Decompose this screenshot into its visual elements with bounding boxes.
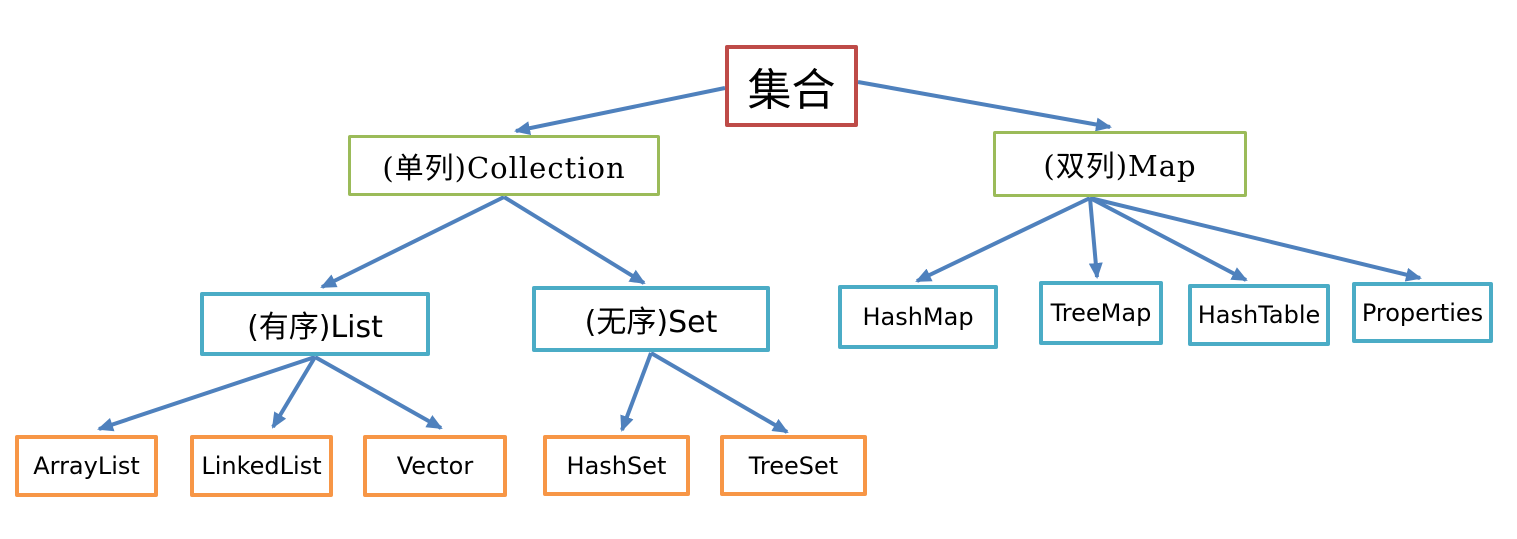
node-arraylist: ArrayList	[15, 435, 158, 497]
node-label: (单列)Collection	[382, 150, 626, 185]
node-label: HashTable	[1197, 301, 1321, 329]
node-map: (双列)Map	[993, 131, 1247, 197]
node-jihe-root: 集合	[725, 45, 858, 127]
node-label: TreeMap	[1050, 299, 1152, 327]
edge-map-hashmap	[915, 196, 1091, 283]
node-label: HashSet	[566, 451, 667, 480]
edge-root-map	[857, 80, 1112, 132]
node-label: ArrayList	[33, 452, 140, 480]
node-vector: Vector	[363, 435, 507, 497]
node-treemap: TreeMap	[1039, 281, 1163, 345]
node-label: Properties	[1361, 298, 1484, 327]
node-label: TreeSet	[748, 451, 839, 480]
node-hashset: HashSet	[543, 435, 690, 496]
node-label: HashMap	[862, 303, 974, 331]
node-label: (无序)Set	[584, 305, 718, 340]
node-treeset: TreeSet	[720, 435, 867, 496]
node-label: LinkedList	[201, 452, 322, 480]
node-hashtable: HashTable	[1188, 284, 1330, 346]
node-label: Vector	[396, 452, 474, 480]
edge-map-properties	[1089, 196, 1422, 282]
node-properties: Properties	[1352, 282, 1493, 343]
edge-list-arraylist	[97, 355, 316, 432]
node-label: 集合	[747, 65, 836, 116]
edge-list-linkedlist	[271, 355, 317, 429]
node-label: (有序)List	[247, 310, 383, 345]
node-label: (双列)Map	[1043, 149, 1197, 183]
node-set: (无序)Set	[532, 286, 770, 352]
edge-set-treeset	[649, 351, 789, 434]
node-collection: (单列)Collection	[348, 135, 660, 196]
edge-collection-list	[320, 195, 505, 289]
edge-set-hashset	[620, 352, 653, 432]
node-hashmap: HashMap	[838, 285, 998, 349]
node-list: (有序)List	[200, 292, 430, 356]
edge-collection-set	[502, 195, 646, 285]
edge-root-collection	[514, 86, 726, 136]
edge-map-hashtable	[1089, 196, 1248, 282]
node-linkedlist: LinkedList	[190, 435, 333, 497]
edge-list-vector	[314, 355, 443, 430]
edge-map-treemap	[1088, 197, 1103, 279]
